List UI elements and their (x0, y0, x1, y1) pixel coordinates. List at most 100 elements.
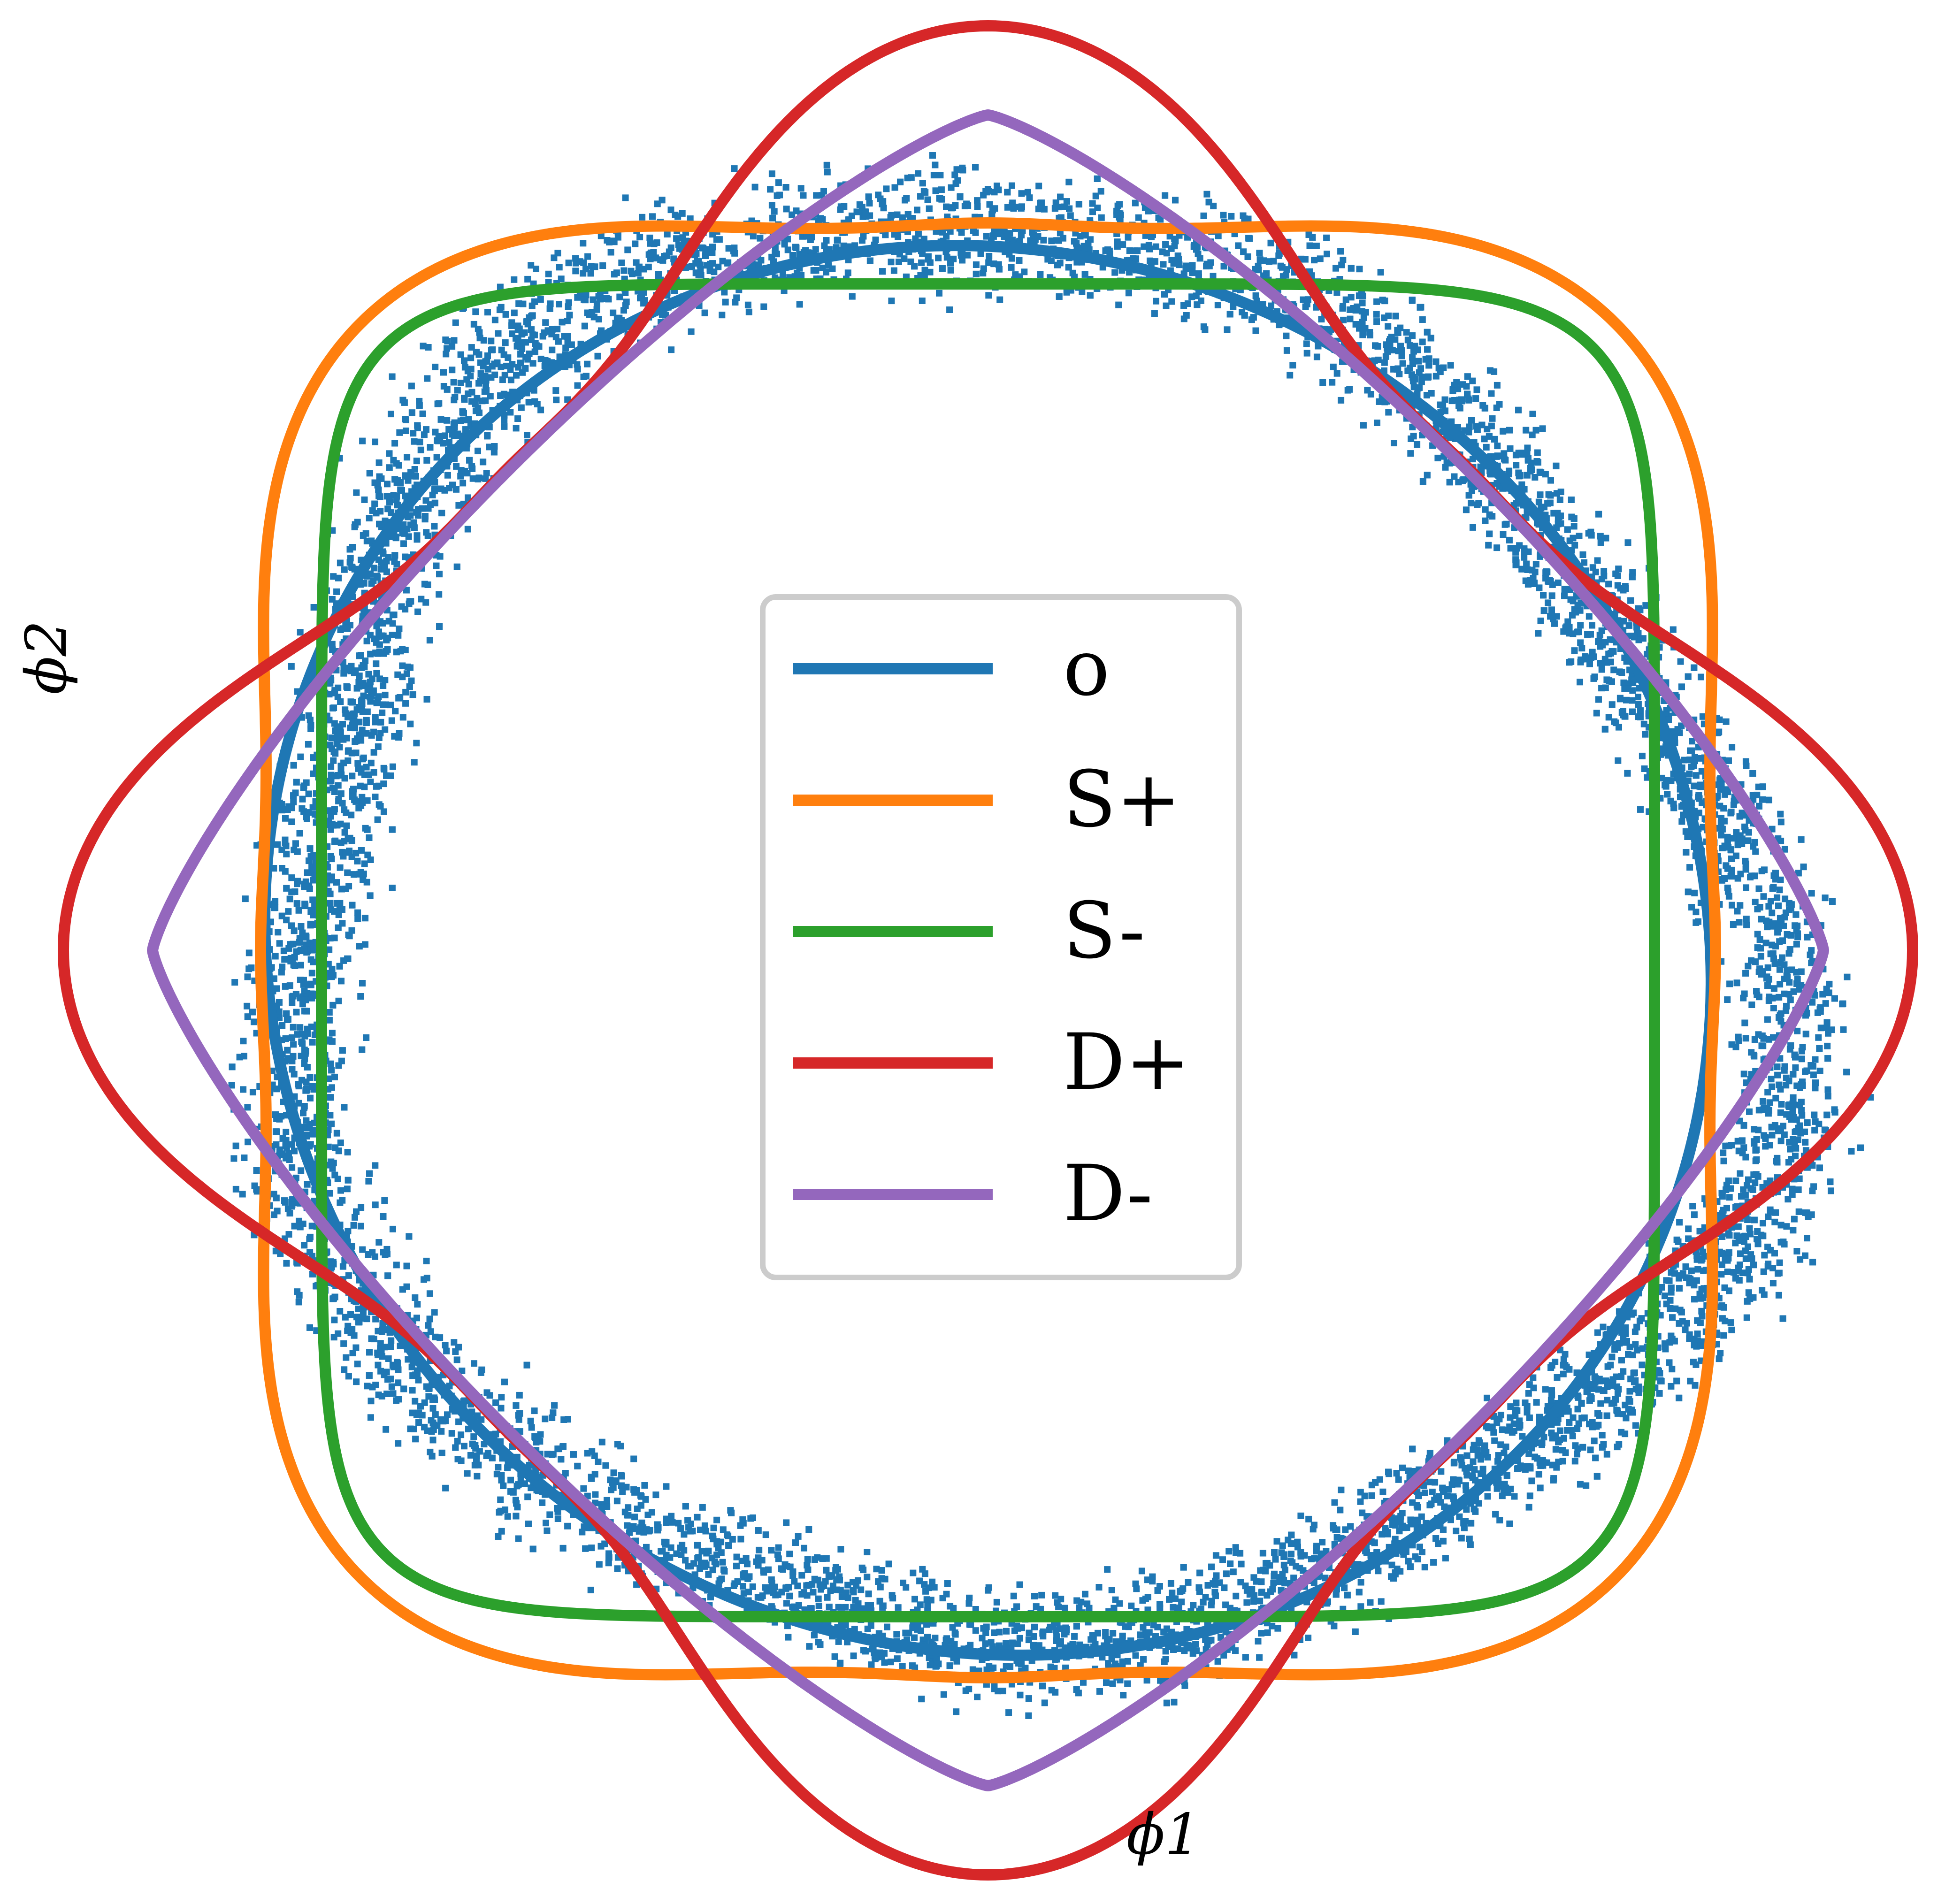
scatter-point (1730, 835, 1737, 842)
scatter-point (442, 1342, 449, 1349)
scatter-point (529, 360, 536, 367)
scatter-point (374, 816, 381, 823)
scatter-point (232, 1185, 239, 1193)
scatter-point (574, 382, 581, 389)
scatter-point (1777, 811, 1784, 818)
scatter-point (760, 303, 767, 310)
scatter-point (1288, 1551, 1294, 1558)
scatter-point (1726, 1194, 1733, 1201)
scatter-point (372, 1315, 379, 1323)
scatter-point (1811, 1127, 1818, 1134)
scatter-point (1577, 607, 1584, 614)
scatter-point (1220, 212, 1227, 219)
scatter-point (1098, 214, 1105, 221)
scatter-point (1777, 1138, 1785, 1145)
scatter-point (1104, 1566, 1111, 1573)
scatter-point (1537, 617, 1544, 624)
scatter-point (1769, 1083, 1776, 1090)
scatter-point (922, 1588, 929, 1595)
scatter-point (309, 1039, 316, 1046)
scatter-point (304, 1181, 311, 1188)
scatter-point (798, 1572, 805, 1579)
scatter-point (1581, 559, 1588, 566)
scatter-point (974, 1693, 981, 1700)
scatter-point (301, 1242, 308, 1249)
scatter-point (1377, 269, 1384, 276)
scatter-point (404, 454, 411, 461)
scatter-point (1808, 947, 1815, 954)
scatter-point (507, 376, 514, 383)
scatter-point (1035, 183, 1042, 190)
scatter-point (396, 625, 403, 632)
scatter-point (911, 1596, 918, 1603)
scatter-point (1790, 1227, 1797, 1234)
scatter-point (389, 373, 396, 380)
scatter-point (1545, 599, 1552, 606)
scatter-point (1086, 1605, 1093, 1612)
scatter-point (1419, 338, 1426, 345)
scatter-point (429, 1405, 437, 1412)
scatter-point (1594, 1410, 1601, 1417)
scatter-point (1526, 1492, 1533, 1499)
scatter-point (555, 338, 562, 345)
scatter-point (1539, 1439, 1546, 1446)
scatter-point (1497, 1441, 1504, 1448)
scatter-point (291, 1223, 298, 1230)
scatter-point (310, 770, 317, 777)
scatter-point (1532, 561, 1539, 568)
scatter-point (783, 1600, 790, 1607)
scatter-point (1414, 1556, 1421, 1563)
scatter-point (1776, 1259, 1783, 1266)
scatter-point (1214, 302, 1221, 308)
scatter-point (1450, 1495, 1457, 1502)
scatter-point (1600, 1323, 1607, 1331)
scatter-point (737, 1536, 744, 1543)
scatter-point (1338, 1486, 1345, 1493)
scatter-point (454, 1438, 461, 1445)
scatter-point (1374, 420, 1380, 426)
scatter-point (341, 1366, 348, 1373)
scatter-point (1620, 1368, 1627, 1375)
scatter-point (1623, 696, 1630, 703)
scatter-point (1373, 311, 1380, 318)
scatter-point (1547, 477, 1554, 484)
scatter-point (1795, 1208, 1802, 1215)
scatter-point (513, 372, 520, 379)
scatter-point (1223, 1570, 1230, 1577)
scatter-point (1620, 618, 1627, 625)
scatter-point (1751, 1216, 1758, 1223)
scatter-point (413, 458, 420, 465)
scatter-point (301, 987, 308, 994)
scatter-point (1577, 679, 1583, 686)
scatter-point (1052, 1592, 1059, 1599)
scatter-point (1062, 1605, 1068, 1612)
scatter-point (1521, 554, 1528, 561)
scatter-point (1740, 1186, 1747, 1193)
scatter-point (1612, 719, 1619, 726)
scatter-point (762, 1531, 769, 1538)
scatter-point (427, 1328, 434, 1335)
scatter-point (1333, 370, 1340, 377)
scatter-point (1318, 316, 1325, 323)
scatter-point (1744, 1216, 1751, 1223)
scatter-point (1587, 1446, 1594, 1453)
scatter-point (1041, 1699, 1048, 1706)
scatter-point (937, 172, 944, 179)
scatter-point (372, 794, 379, 800)
scatter-point (421, 1423, 428, 1430)
scatter-point (345, 1272, 352, 1279)
scatter-point (294, 1031, 301, 1038)
scatter-point (1556, 497, 1563, 503)
scatter-point (484, 433, 491, 440)
scatter-point (1055, 1604, 1062, 1611)
scatter-point (414, 1301, 421, 1308)
scatter-point (1689, 1203, 1696, 1209)
scatter-point (1501, 1449, 1508, 1456)
scatter-point (1574, 1406, 1581, 1413)
scatter-point (1289, 362, 1296, 369)
scatter-point (1271, 1549, 1278, 1556)
scatter-point (1210, 273, 1217, 280)
scatter-point (1624, 539, 1631, 546)
scatter-point (1447, 362, 1454, 369)
scatter-point (1676, 1219, 1683, 1226)
